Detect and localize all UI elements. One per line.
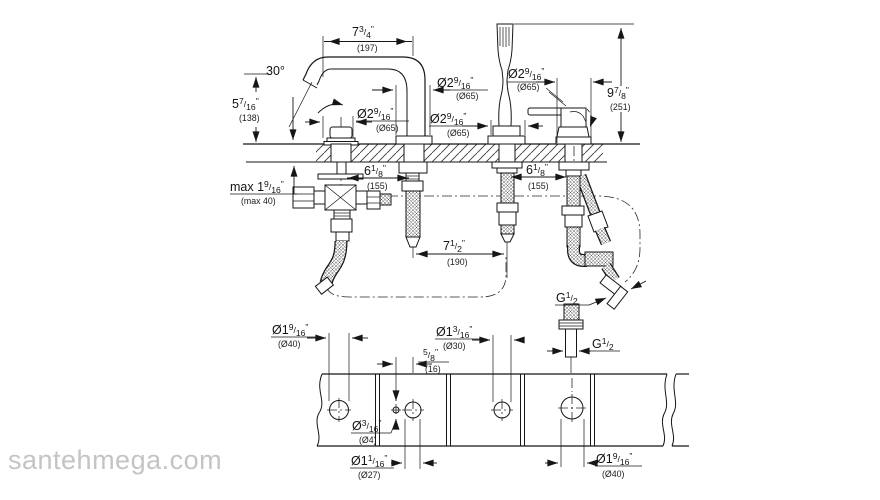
svg-text:5/8": 5/8": [423, 347, 438, 363]
routing-line-diverter-to-inlet: [388, 195, 641, 283]
diverter-valve-under-deck: [292, 161, 392, 295]
knob-rotation-arrow: [317, 98, 344, 114]
diverter-knob: [317, 98, 359, 186]
svg-text:Ø29/16": Ø29/16": [357, 106, 393, 122]
svg-text:(251): (251): [610, 102, 631, 112]
svg-text:(Ø4): (Ø4): [359, 435, 377, 445]
dim-hole-d4: Ø3/16" (Ø4): [351, 390, 400, 445]
dim-hole-d40-left: Ø19/16" (Ø40): [271, 322, 368, 349]
plan-view: Ø19/16" (Ø40) Ø13/16" (Ø30) 5/8" (16) Ø3…: [271, 322, 689, 480]
svg-text:(16): (16): [425, 364, 441, 374]
svg-text:Ø13/16": Ø13/16": [436, 324, 472, 340]
svg-text:G1/2: G1/2: [556, 290, 578, 306]
plan-extension-lines: [328, 333, 585, 469]
svg-text:(138): (138): [239, 113, 260, 123]
dim-deck-thickness: max 19/16" (max 40): [230, 166, 298, 206]
supply-pipe-detail: [558, 303, 584, 373]
svg-text:(Ø65): (Ø65): [376, 123, 399, 133]
svg-text:73/4": 73/4": [352, 24, 374, 40]
svg-text:(Ø65): (Ø65): [447, 128, 470, 138]
dim-escutcheon-spout: Ø29/16" (Ø65): [372, 75, 488, 135]
dim-escutcheon-mixer: Ø29/16" (Ø65): [507, 66, 612, 143]
dim-shower-height: 97/8" (251): [514, 23, 634, 142]
svg-text:Ø29/16": Ø29/16": [508, 66, 544, 82]
svg-text:71/2": 71/2": [443, 238, 465, 254]
dim-spout-angle: 30°: [266, 64, 313, 140]
dim-g-half-elevation: G1/2: [555, 280, 647, 306]
svg-text:(Ø40): (Ø40): [602, 469, 625, 479]
dim-spout-reach: 73/4" (197): [322, 24, 414, 77]
svg-text:97/8": 97/8": [607, 85, 629, 101]
dim-hole-d27: Ø11/16" (Ø27): [350, 453, 437, 480]
dim-g-half-plan: G1/2: [547, 336, 620, 355]
svg-text:Ø19/16": Ø19/16": [596, 451, 632, 467]
hose-nipple: [379, 193, 392, 206]
lever-mixer: [527, 87, 597, 176]
dim-hole-offset: 5/8" (16): [377, 347, 449, 374]
dim-escutcheon-knob: Ø29/16" (Ø65): [305, 106, 409, 138]
svg-text:(Ø30): (Ø30): [443, 341, 466, 351]
svg-text:(197): (197): [357, 43, 378, 53]
spout-connection-under-deck: [398, 161, 428, 258]
dim-spout-height: 57/16" (138): [232, 73, 269, 142]
svg-text:(Ø40): (Ø40): [278, 339, 301, 349]
dim-spout-shower-spacing: 71/2" (190): [416, 238, 504, 267]
svg-text:(Ø27): (Ø27): [358, 470, 381, 480]
dim-escutcheon-shower: Ø29/16" (Ø65): [429, 111, 543, 138]
svg-text:Ø29/16": Ø29/16": [437, 75, 473, 91]
watermark: santehmega.com: [8, 445, 222, 475]
svg-text:(155): (155): [367, 181, 388, 191]
svg-text:Ø3/16": Ø3/16": [352, 418, 382, 434]
svg-text:Ø29/16": Ø29/16": [430, 111, 466, 127]
svg-text:(max 40): (max 40): [241, 196, 276, 206]
svg-text:61/8": 61/8": [526, 162, 548, 178]
svg-text:Ø11/16": Ø11/16": [351, 453, 387, 469]
hand-shower-hose-under-deck: [491, 161, 523, 278]
dim-hose-length-1: 61/8" (155): [347, 163, 409, 191]
mixer-supply-hoses: [558, 161, 629, 310]
svg-text:(155): (155): [528, 181, 549, 191]
svg-text:61/8": 61/8": [364, 163, 386, 179]
svg-text:G1/2: G1/2: [592, 336, 614, 352]
dim-hole-d40-right: Ø19/16" (Ø40): [545, 451, 642, 479]
deck-plan-strip: [316, 373, 689, 447]
svg-text:(Ø65): (Ø65): [456, 91, 479, 101]
svg-text:(Ø65): (Ø65): [517, 82, 540, 92]
hand-shower: [487, 23, 526, 163]
routing-line-hose-loop: [326, 254, 507, 298]
elevation-view: 73/4" (197) 30° 57/16" (138) Ø29/16" (Ø6…: [230, 23, 647, 373]
dim-hose-length-2: 61/8" (155): [511, 162, 566, 191]
mounting-holes: [327, 378, 586, 422]
svg-text:57/16": 57/16": [232, 96, 259, 112]
svg-text:Ø19/16": Ø19/16": [272, 322, 308, 338]
svg-text:max 19/16": max 19/16": [230, 179, 284, 195]
svg-text:(190): (190): [447, 257, 468, 267]
dim-hole-d30: Ø13/16" (Ø30): [435, 324, 525, 351]
svg-text:30°: 30°: [266, 64, 285, 78]
